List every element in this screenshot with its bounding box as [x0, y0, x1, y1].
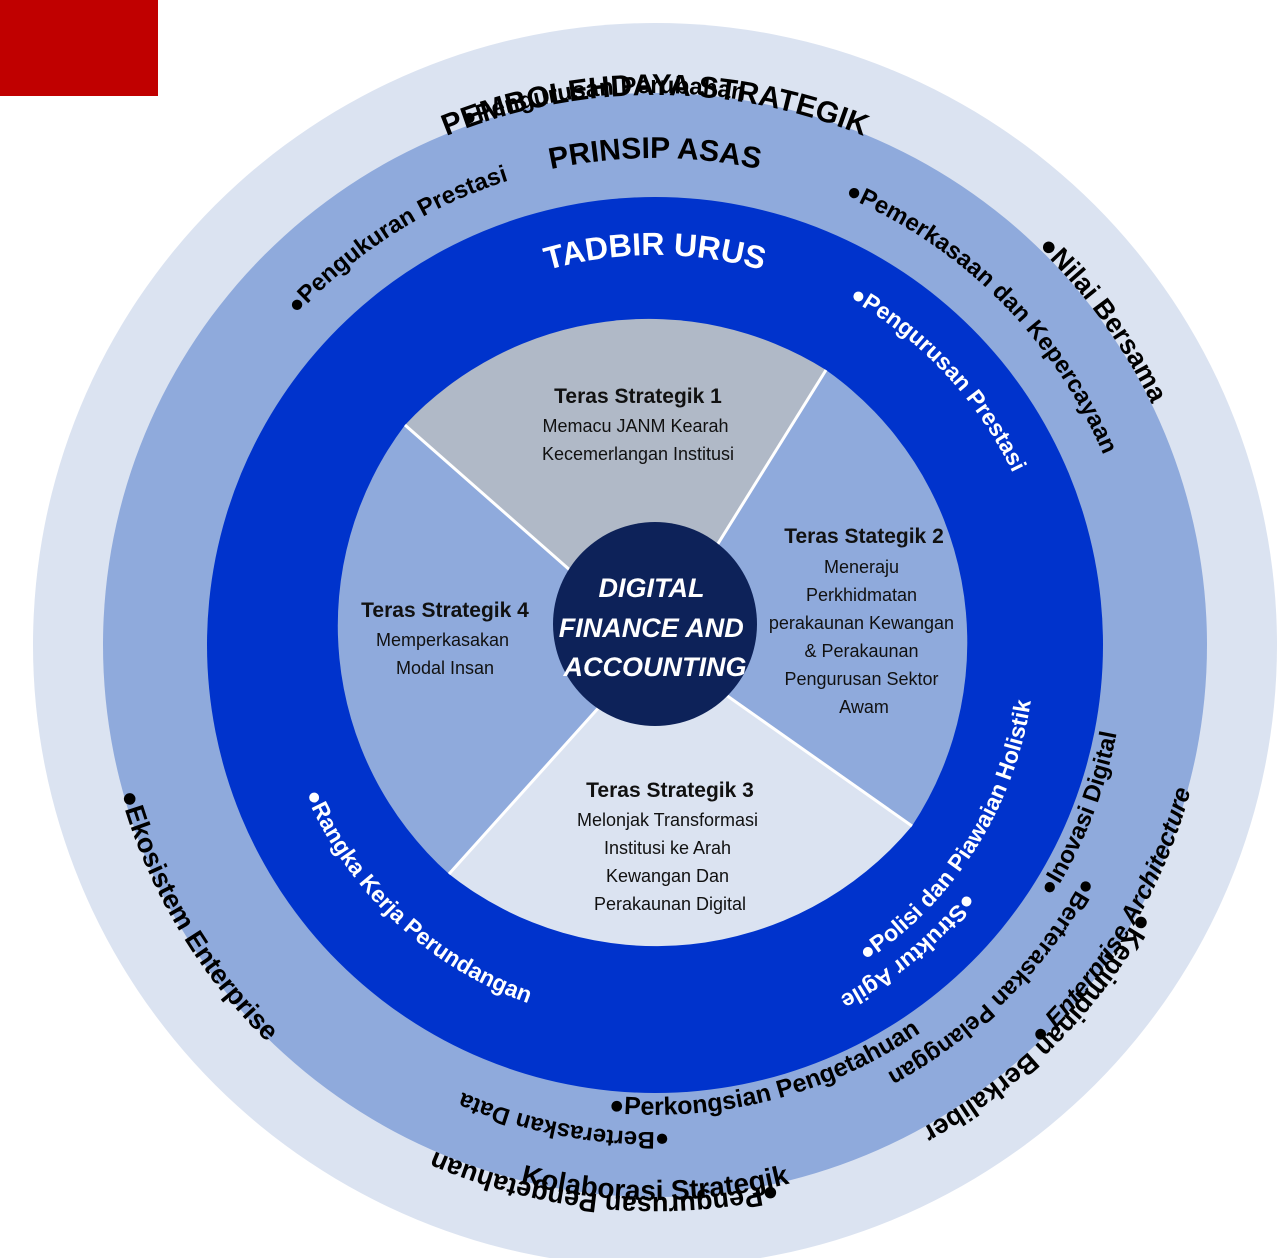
segment-1-title: Teras Strategik 1 [554, 385, 722, 408]
segment-1-body: Memacu JANM Kearah Kecemerlangan Institu… [542, 416, 734, 464]
corner-tab [0, 0, 158, 96]
segment-2-body: Meneraju Perkhidmatan perakaunan Kewanga… [769, 557, 959, 717]
segment-4-body: Memperkasakan Modal Insan [376, 630, 514, 678]
hub-line-1: DIGITAL [598, 573, 704, 603]
hub-line-3: ACCOUNTING [563, 652, 747, 682]
segment-3-title: Teras Strategik 3 [586, 779, 754, 802]
segment-4-shape [337, 425, 655, 874]
segment-2-title: Teras Stategik 2 [784, 525, 944, 548]
hub-circle [553, 522, 757, 726]
segment-3-body: Melonjak Transformasi Institusi ke Arah … [577, 810, 763, 914]
segment-3-shape [449, 645, 912, 947]
segment-2-shape [655, 370, 968, 826]
segment-4-title: Teras Strategik 4 [361, 599, 529, 622]
hub-label: DIGITAL FINANCE AND ACCOUNTING [559, 573, 752, 682]
hub-line-2: FINANCE AND [559, 613, 744, 643]
segment-1-shape [405, 318, 826, 645]
